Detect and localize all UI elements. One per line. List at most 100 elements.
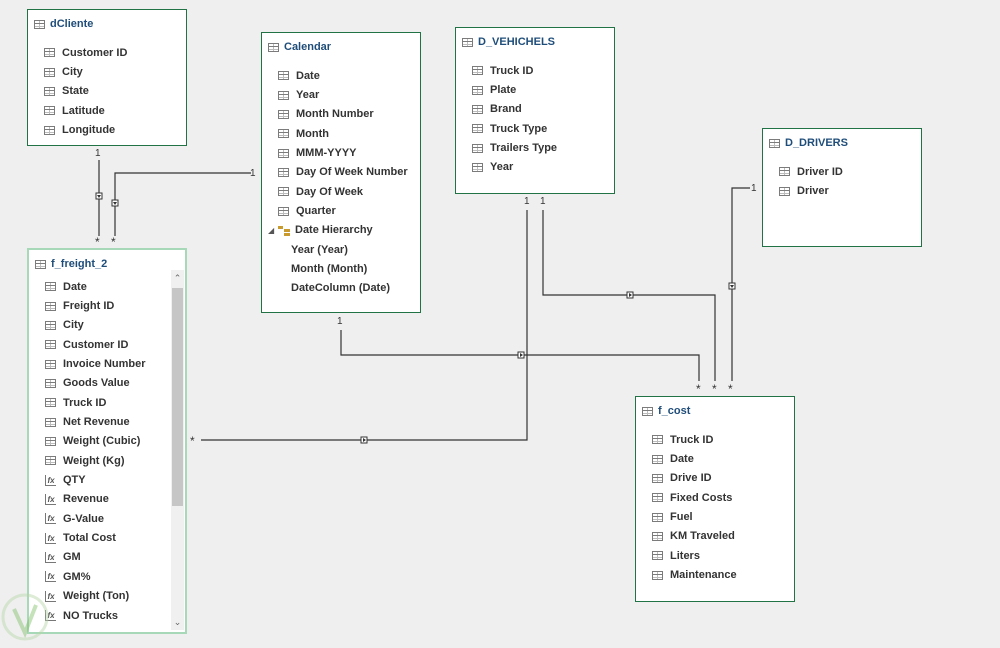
field-item[interactable]: Date xyxy=(652,449,737,468)
field-item[interactable]: KM Traveled xyxy=(652,527,737,546)
field-item[interactable]: Truck ID xyxy=(472,61,557,80)
field-item[interactable]: Customer ID xyxy=(44,43,127,62)
field-item[interactable]: Date xyxy=(278,66,408,85)
table-header[interactable]: f_freight_2 xyxy=(35,256,107,272)
measure-icon: fx xyxy=(45,551,56,563)
field-item[interactable]: Customer ID xyxy=(45,335,146,354)
table-header[interactable]: dCliente xyxy=(34,16,93,32)
table-f-cost[interactable]: f_cost Truck ID Date Drive ID Fixed Cost… xyxy=(635,396,795,602)
field-item[interactable]: State xyxy=(44,82,127,101)
field-label: Fuel xyxy=(670,511,693,524)
field-item[interactable]: Latitude xyxy=(44,101,127,120)
field-item[interactable]: Net Revenue xyxy=(45,412,146,431)
cardinality-many-label: * xyxy=(728,382,733,396)
field-item[interactable]: Day Of Week xyxy=(278,182,408,201)
scroll-up-icon[interactable]: ⌃ xyxy=(173,273,182,283)
column-icon xyxy=(278,71,289,81)
table-icon xyxy=(642,406,653,416)
field-item[interactable]: Liters xyxy=(652,546,737,565)
table-calendar[interactable]: Calendar Date Year Month Number Month MM… xyxy=(261,32,421,313)
field-item[interactable]: City xyxy=(45,316,146,335)
table-d-vehichels[interactable]: D_VEHICHELS Truck ID Plate Brand Truck T… xyxy=(455,27,615,194)
column-icon xyxy=(472,124,483,134)
table-header[interactable]: Calendar xyxy=(268,39,331,55)
field-item[interactable]: Truck ID xyxy=(45,393,146,412)
field-item[interactable]: Year xyxy=(472,158,557,177)
field-item[interactable]: Weight (Cubic) xyxy=(45,432,146,451)
field-item[interactable]: Maintenance xyxy=(652,565,737,584)
table-title: f_cost xyxy=(658,405,691,417)
field-label: Driver ID xyxy=(797,165,843,178)
field-item[interactable]: City xyxy=(44,62,127,81)
table-dcliente[interactable]: dCliente Customer ID City State Latitude… xyxy=(27,9,187,146)
field-label: Revenue xyxy=(63,493,109,506)
field-item[interactable]: Longitude xyxy=(44,120,127,139)
table-d-drivers[interactable]: D_DRIVERS Driver ID Driver xyxy=(762,128,922,247)
column-icon xyxy=(44,125,55,135)
field-item[interactable]: MMM-YYYY xyxy=(278,143,408,162)
field-item[interactable]: Quarter xyxy=(278,201,408,220)
table-header[interactable]: D_VEHICHELS xyxy=(462,34,555,50)
hierarchy-level[interactable]: DateColumn (Date) xyxy=(278,279,408,298)
field-label: Month xyxy=(296,127,329,140)
field-label: KM Traveled xyxy=(670,530,735,543)
field-label: Date xyxy=(296,69,320,82)
field-label: QTY xyxy=(63,474,86,487)
scrollbar-thumb[interactable] xyxy=(172,288,183,506)
field-item[interactable]: Truck Type xyxy=(472,119,557,138)
field-item[interactable]: Month xyxy=(278,124,408,143)
field-item[interactable]: Year xyxy=(278,85,408,104)
field-item[interactable]: Plate xyxy=(472,80,557,99)
field-label: Month Number xyxy=(296,108,374,121)
field-item[interactable]: Drive ID xyxy=(652,469,737,488)
field-item[interactable]: Day Of Week Number xyxy=(278,163,408,182)
field-item[interactable]: Driver ID xyxy=(779,162,843,181)
table-header[interactable]: f_cost xyxy=(642,403,690,419)
table-header[interactable]: D_DRIVERS xyxy=(769,135,848,151)
field-label: Drive ID xyxy=(670,472,712,485)
column-icon xyxy=(45,340,56,350)
field-list: Truck ID Plate Brand Truck Type Trailers… xyxy=(472,61,557,177)
field-item[interactable]: Brand xyxy=(472,100,557,119)
cardinality-many-label: * xyxy=(712,382,717,396)
field-label: Goods Value xyxy=(63,377,130,390)
hierarchy-item[interactable]: ◢Date Hierarchy xyxy=(268,221,408,240)
field-item[interactable]: Driver xyxy=(779,181,843,200)
field-item[interactable]: Month Number xyxy=(278,105,408,124)
field-item[interactable]: Trailers Type xyxy=(472,138,557,157)
expand-triangle-icon[interactable]: ◢ xyxy=(268,225,275,235)
table-f-freight-2[interactable]: f_freight_2 Date Freight ID City Custome… xyxy=(27,248,187,634)
field-label: Net Revenue xyxy=(63,416,130,429)
hierarchy-level[interactable]: Month (Month) xyxy=(278,259,408,278)
field-item[interactable]: Freight ID xyxy=(45,296,146,315)
field-item[interactable]: Fuel xyxy=(652,507,737,526)
field-label: DateColumn (Date) xyxy=(291,282,391,295)
field-item[interactable]: Goods Value xyxy=(45,374,146,393)
field-label: Customer ID xyxy=(62,46,128,59)
relationship-line-calendar-freight xyxy=(114,172,251,236)
scroll-down-icon[interactable]: ⌄ xyxy=(173,617,182,627)
field-item[interactable]: Fixed Costs xyxy=(652,488,737,507)
field-label: Maintenance xyxy=(670,569,737,582)
field-item[interactable]: Weight (Kg) xyxy=(45,451,146,470)
cardinality-many-label: * xyxy=(95,235,100,249)
vertical-scrollbar[interactable]: ⌃ ⌄ xyxy=(171,270,184,630)
column-icon xyxy=(652,551,663,561)
field-item[interactable]: Truck ID xyxy=(652,430,737,449)
field-label: Total Cost xyxy=(63,532,116,545)
field-item[interactable]: Date xyxy=(45,277,146,296)
field-label: Day Of Week Number xyxy=(296,166,408,179)
field-item[interactable]: Invoice Number xyxy=(45,354,146,373)
table-title: f_freight_2 xyxy=(51,258,108,270)
column-icon xyxy=(45,378,56,388)
hierarchy-level[interactable]: Year (Year) xyxy=(278,240,408,259)
field-label: Trailers Type xyxy=(490,142,558,155)
